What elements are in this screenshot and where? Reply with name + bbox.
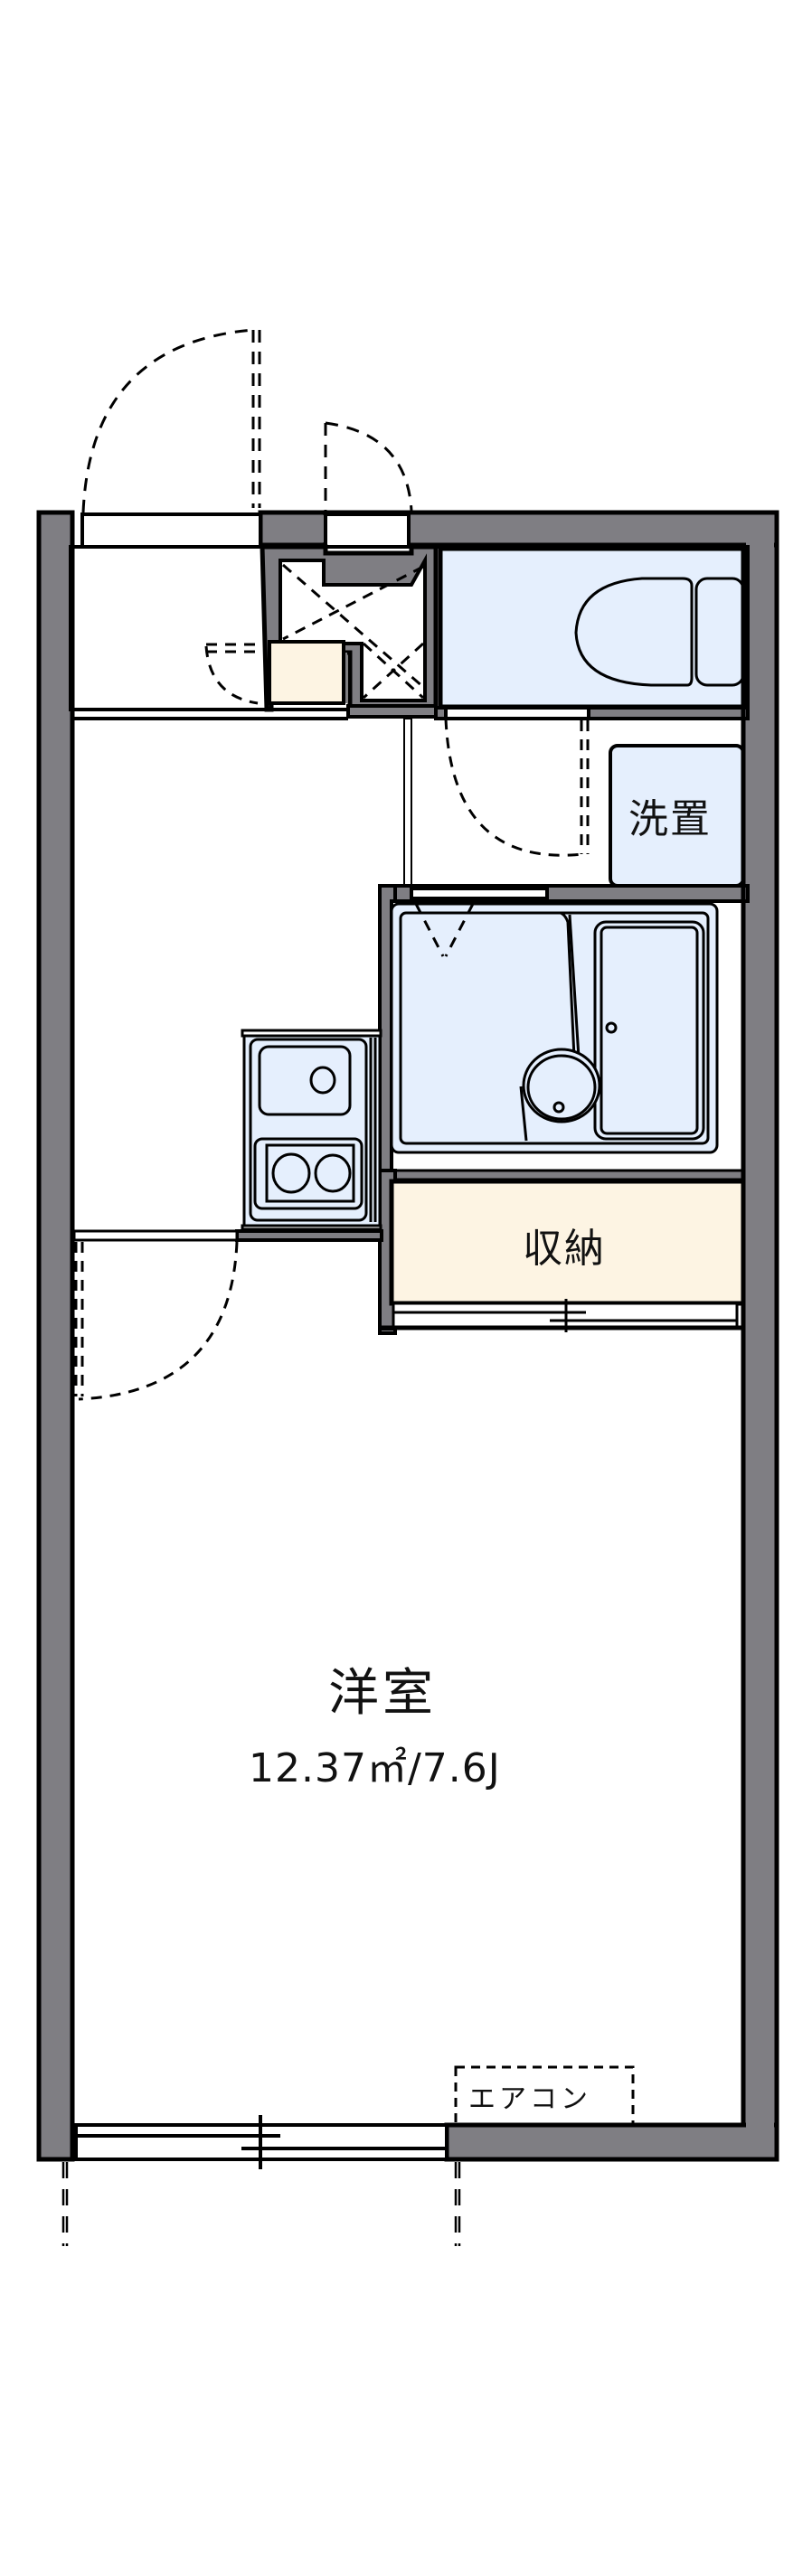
- two-burner-stove-icon: [253, 1137, 364, 1210]
- unit-bath-icon: [390, 902, 719, 1154]
- western-room-name: 洋室: [328, 1664, 437, 1723]
- air-conditioner-icon: [454, 2065, 635, 2127]
- shoe-cabinet-icon: [268, 640, 347, 705]
- toilet-door-opening: [434, 706, 750, 720]
- pipe-shaft-x-icon: [282, 563, 425, 700]
- genkan-door-swing-icon: [204, 643, 265, 705]
- washroom-door-swing-icon: [444, 718, 590, 857]
- entry-door-swing-icon: [81, 328, 261, 513]
- meter-door-swing-icon: [324, 421, 413, 512]
- storage-sliding-door: [392, 1299, 739, 1332]
- meter-door-opening: [324, 512, 411, 549]
- storage-label: 収納: [523, 1226, 606, 1272]
- genkan-step: [71, 704, 449, 720]
- room-door-opening: [72, 1229, 239, 1242]
- air-conditioner-label: エアコン: [468, 2083, 591, 2115]
- genkan-floor: [69, 545, 269, 711]
- western-room-area: 12.37㎡/7.6J: [249, 1745, 501, 1791]
- toilet-icon: [574, 577, 745, 687]
- washroom-partition: [403, 718, 412, 900]
- bath-door-swing-icon: [414, 903, 475, 957]
- balcony-guides: [61, 2162, 461, 2246]
- washer-space-label: 洗置: [628, 796, 712, 842]
- balcony-window: [74, 2115, 448, 2169]
- room-door-swing-icon: [74, 1241, 239, 1401]
- kitchen-sink-icon: [258, 1045, 352, 1116]
- storage-closet: [378, 1169, 746, 1330]
